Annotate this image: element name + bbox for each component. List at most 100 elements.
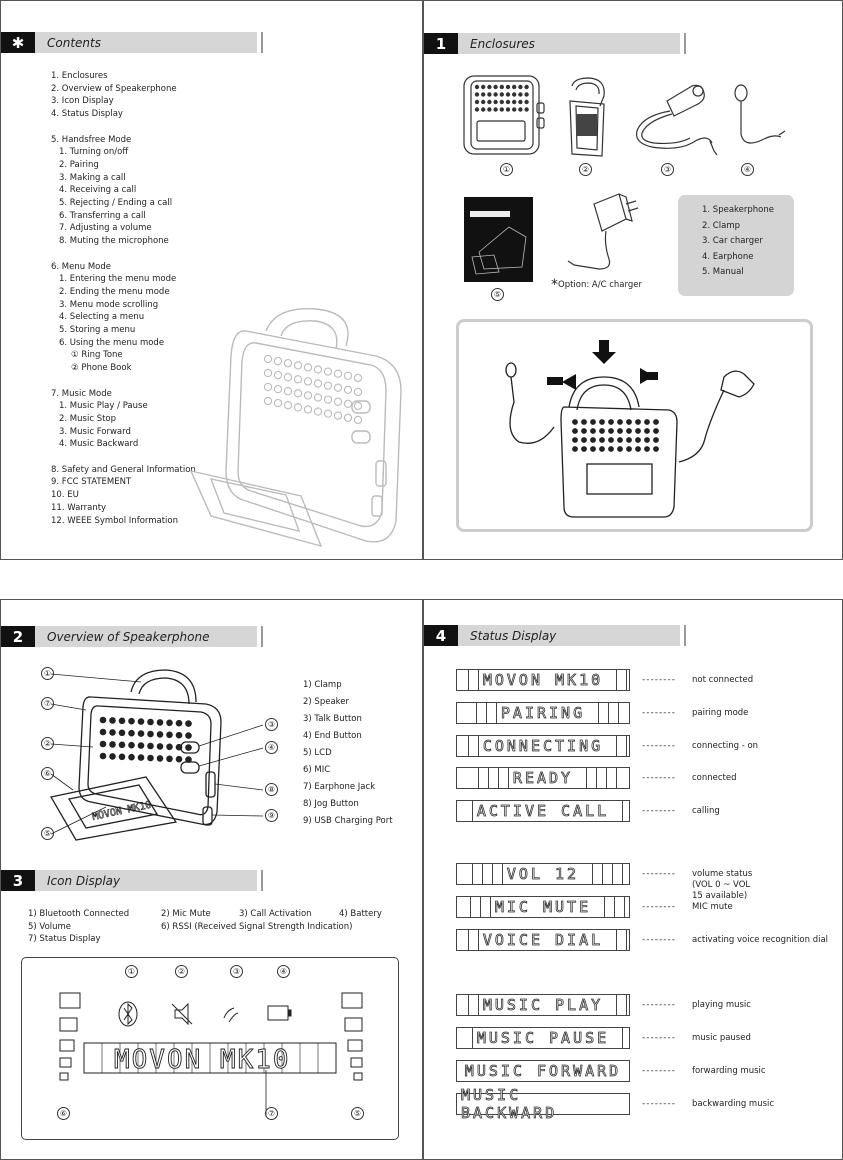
grill-dot <box>137 742 145 749</box>
status-lcd: READY <box>456 767 630 789</box>
status-row: CONNECTING--------connecting - on <box>456 735 758 757</box>
status-desc-line: music paused <box>691 1032 751 1043</box>
legend-item: 2. Clamp <box>702 220 740 231</box>
status-dash-leader: -------- <box>642 935 676 945</box>
grill-dot <box>493 92 498 97</box>
grill-dot <box>599 428 605 434</box>
grill-dot <box>109 741 116 748</box>
status-desc: volume status(VOL 0 ~ VOL 15 available) <box>691 868 753 901</box>
toc-item: 6. Transferring a call <box>59 210 146 221</box>
grill-dot <box>313 407 323 416</box>
grill-dot <box>313 379 323 388</box>
grill-dot <box>505 99 511 105</box>
toc-item: 5. Rejecting / Ending a call <box>59 198 173 209</box>
grill-dot <box>505 84 511 90</box>
callout-2: ② <box>41 737 54 750</box>
toc-gap <box>51 121 196 134</box>
grill-dot <box>303 391 313 400</box>
status-desc-line: forwarding music <box>691 1065 766 1076</box>
grill-dot <box>617 437 623 443</box>
status-lcd: PAIRING <box>456 702 630 724</box>
grill-dot <box>128 753 135 761</box>
overview-header: 2 Overview of Speakerphone <box>1 626 263 647</box>
grill-dot <box>109 729 116 736</box>
status-row: READY--------connected <box>456 767 737 789</box>
overview-header-num: 2 <box>1 626 35 647</box>
grill-dot <box>175 743 183 751</box>
status-dash-leader: -------- <box>642 675 676 685</box>
status-desc: activating voice recognition dial <box>692 935 828 946</box>
toc-item: 4. Selecting a menu <box>59 312 145 323</box>
status-dash-leader: -------- <box>642 1000 676 1010</box>
toc-item: 10. EU <box>51 490 79 501</box>
toc-item: 5. Handsfree Mode <box>51 134 132 145</box>
status-lcd: ACTIVE CALL <box>456 800 630 822</box>
icon-display-header-title: Icon Display <box>35 870 257 891</box>
grill-dot <box>128 729 135 737</box>
toc-gap <box>51 451 196 464</box>
status-lcd-text: MUSIC BACKWARD <box>461 1086 558 1123</box>
grill-dot <box>572 428 578 434</box>
status-row: MOVON MK10--------not connected <box>456 669 753 691</box>
callout-6: ⑥ <box>41 767 54 780</box>
status-header-title: Status Display <box>458 625 680 646</box>
grill-dot <box>137 718 145 725</box>
grill-dot <box>474 99 480 105</box>
enclosures-header: 1 Enclosures <box>424 33 686 54</box>
icon-marker-6: ⑥ <box>57 1107 70 1120</box>
status-dash-leader: -------- <box>642 869 676 879</box>
toc-item: ② Phone Book <box>71 363 132 374</box>
enclosure-marker-3: ③ <box>661 163 674 176</box>
grill-dot <box>273 356 283 366</box>
grill-dot <box>481 92 486 97</box>
part-item: 8) Jog Button <box>303 799 359 809</box>
grill-dot <box>644 428 650 434</box>
status-dash-leader: -------- <box>642 773 676 783</box>
grill-dot <box>343 371 353 380</box>
grill-dot <box>303 377 313 386</box>
status-desc-line: connecting - on <box>691 740 759 751</box>
grill-dot <box>343 385 353 394</box>
enclosure-marker-5: ⑤ <box>491 288 504 301</box>
grill-dot <box>147 742 154 750</box>
status-row: VOL 12--------volume status(VOL 0 ~ VOL … <box>456 863 753 901</box>
status-desc-line: MIC mute <box>691 901 733 912</box>
toc-item: 5. Storing a menu <box>59 325 136 336</box>
parts-list: 1) Clamp 2) Speaker 3) Talk Button 4) En… <box>303 677 393 830</box>
grill-dot <box>147 754 154 762</box>
grill-dot <box>185 744 192 751</box>
grill-dot <box>626 419 632 425</box>
grill-dot <box>487 84 492 90</box>
toc-item: 6. Using the menu mode <box>59 337 165 348</box>
grill-dot <box>323 409 333 418</box>
grill-dot <box>572 419 578 425</box>
grill-dot <box>599 437 605 443</box>
toc-item: 2. Music Stop <box>59 413 117 424</box>
grill-dot <box>505 92 511 97</box>
status-lcd-text: CONNECTING <box>482 737 604 756</box>
part-item: 1) Clamp <box>303 680 342 690</box>
status-lcd-text: MUSIC FORWARD <box>464 1062 622 1081</box>
icon-display-lcd: MOVON MK10 <box>21 957 399 1140</box>
toc-item: 2. Pairing <box>59 159 99 170</box>
grill-dot <box>353 387 363 397</box>
callout-9: ⑨ <box>265 809 278 822</box>
grill-dot <box>653 437 659 443</box>
part-item: 5) LCD <box>303 748 332 758</box>
grill-dot <box>474 107 480 112</box>
grill-dot <box>518 99 523 105</box>
status-panel: 4 Status Display MOVON MK10--------not c… <box>423 599 843 1160</box>
status-lcd: MUSIC BACKWARD <box>456 1086 630 1123</box>
grill-dot <box>333 411 343 420</box>
status-desc-line: volume status <box>691 868 753 879</box>
grill-dot <box>333 383 343 392</box>
part-item: 7) Earphone Jack <box>303 782 376 792</box>
grill-dot <box>524 99 529 105</box>
status-desc: pairing mode <box>692 708 748 719</box>
status-desc: connecting - on <box>692 741 758 752</box>
grill-dot <box>653 446 659 452</box>
grill-dot <box>118 741 126 749</box>
grill-dot <box>263 382 273 392</box>
status-row: ACTIVE CALL--------calling <box>456 800 720 822</box>
grill-dot <box>608 419 614 425</box>
